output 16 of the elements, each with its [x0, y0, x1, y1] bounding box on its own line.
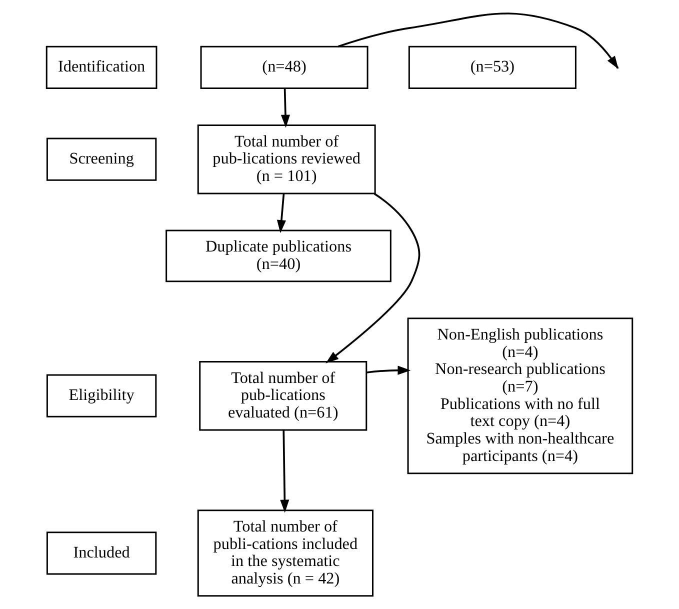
arrow: [366, 366, 411, 375]
node-box: (n=48): [200, 46, 368, 89]
arrow: [276, 193, 286, 234]
node-box: Eligibility: [46, 374, 157, 418]
arrow: [326, 192, 420, 364]
node-box: Duplicate publications (n=40): [166, 230, 392, 282]
arrow: [280, 88, 290, 128]
node-box: (n=53): [408, 46, 576, 89]
node-box: Non-English publications (n=4) Non-research publications (n=7) Publications with no full text copy (n=4) Samples with non-healthcare participants (n=4): [407, 318, 634, 474]
arrow: [280, 430, 290, 513]
node-box: Identification: [46, 46, 158, 89]
node-box: Total number of pub-lications evaluated (n=61): [199, 360, 368, 431]
node-box: Screening: [46, 138, 157, 181]
node-box: Total number of publi-cations included in the systematic analysis (n = 42): [197, 510, 374, 597]
node-box: Included: [46, 532, 157, 575]
node-box: Total number of pub-lications reviewed (n = 101): [197, 124, 376, 194]
